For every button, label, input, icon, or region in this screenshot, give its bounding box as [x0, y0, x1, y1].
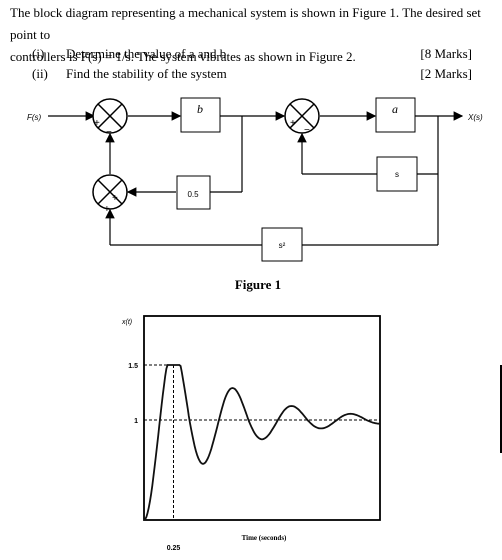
- question-marks: [2 Marks]: [420, 66, 472, 81]
- block-a-label: a: [392, 102, 398, 116]
- y-tick-label: 1.5: [128, 363, 138, 370]
- output-label: X(s): [467, 113, 483, 122]
- block-b-label: b: [197, 102, 203, 116]
- response-chart: 1.5 1 0.25 x(t) Time (seconds): [121, 315, 381, 552]
- block-gain-label: 0.5: [187, 190, 199, 199]
- block-s-feedback: [376, 156, 418, 192]
- y-axis-label: x(t): [121, 319, 132, 326]
- x-axis-label: Time (seconds): [242, 534, 287, 542]
- input-label: F(s): [27, 113, 42, 122]
- question-number: (ii): [32, 66, 48, 81]
- question-marks: [8 Marks]: [420, 46, 472, 61]
- intro-line-2: controllers is F(s) = 1/s. The system vi…: [10, 49, 356, 64]
- summing-junction-1: + −: [92, 98, 128, 138]
- intro-line-1: The block diagram representing a mechani…: [10, 5, 481, 42]
- block-diagram: + − + − + + b a 0.5 s s² F(s) X(s) Figur…: [27, 97, 483, 292]
- plot-frame: [143, 315, 381, 521]
- block-s2-feedback: [261, 227, 303, 262]
- plus-sign: +: [112, 193, 118, 204]
- block-s2-label: s²: [279, 241, 286, 250]
- problem-intro: The block diagram representing a mechani…: [10, 2, 498, 68]
- y-tick-label: 1: [134, 418, 138, 425]
- response-curve: [143, 364, 380, 521]
- plus-sign: +: [94, 118, 100, 129]
- summing-junction-3: + +: [92, 174, 128, 215]
- block-b: [180, 97, 221, 133]
- page-edge-line: [500, 365, 502, 453]
- figure1-caption: Figure 1: [235, 277, 281, 292]
- question-text: Find the stability of the system: [66, 66, 227, 81]
- block-a: [375, 97, 416, 133]
- question-text: Determine the value of a and b: [66, 46, 227, 61]
- x-tick-label: 0.25: [167, 545, 181, 552]
- plus-sign: +: [104, 204, 110, 215]
- block-s-label: s: [395, 170, 399, 179]
- summing-junction-2: + −: [284, 98, 320, 136]
- minus-sign: −: [304, 125, 310, 136]
- question-number: (i): [32, 46, 45, 61]
- plus-sign: +: [290, 118, 296, 129]
- minus-sign: −: [106, 127, 112, 138]
- block-gain: [176, 175, 211, 210]
